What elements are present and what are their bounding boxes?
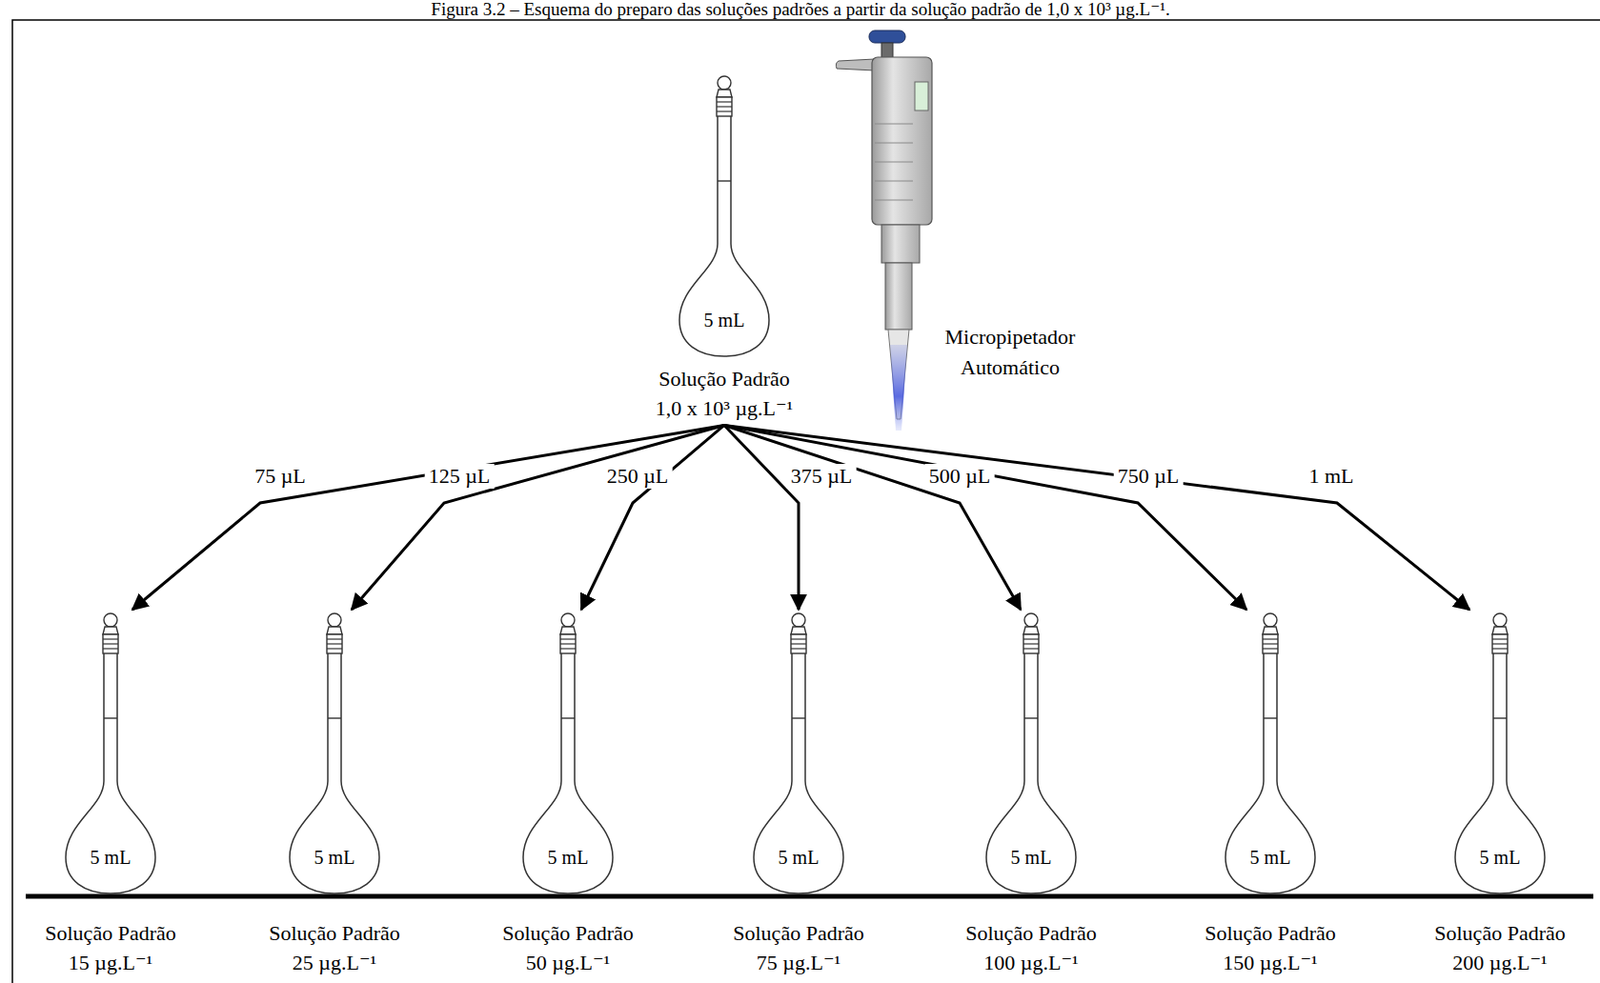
flask-volume: 5 mL [488,846,648,870]
solution-label: Solução Padrão 50 µg.L⁻¹ [492,918,644,978]
flask-node: 5 mL Solução Padrão 1,0 x 10³ µg.L⁻¹ [645,74,804,424]
bench-line [25,894,1594,900]
volume-label: 500 µL [925,464,995,489]
figure-frame [12,20,1600,983]
volume-label: 1 mL [1304,464,1357,489]
flask-area: 5 mL [255,611,414,898]
transfer-arrow [724,425,1247,610]
volume-label: 750 µL [1113,464,1184,489]
solution-label: Solução Padrão 75 µg.L⁻¹ [723,918,874,978]
flask-volume: 5 mL [1420,846,1580,870]
flask-area: 5 mL [1191,611,1350,898]
flask-area: 5 mL [1420,611,1580,898]
solution-label: Solução Padrão 100 µg.L⁻¹ [955,918,1107,978]
transfer-arrow [351,425,725,610]
volume-label: 375 µL [787,464,857,489]
flask-node: 5 mL Solução Padrão 75 µg.L⁻¹ [719,611,878,978]
solution-label: Solução Padrão 25 µg.L⁻¹ [259,918,410,978]
volume-label: 250 µL [603,464,673,489]
flask-node: 5 mL Solução Padrão 100 µg.L⁻¹ [951,611,1111,978]
transfer-arrow [724,425,799,610]
flask-area: 5 mL [645,74,804,361]
solution-label: Solução Padrão 15 µg.L⁻¹ [35,918,186,978]
flask-node: 5 mL Solução Padrão 200 µg.L⁻¹ [1420,611,1580,978]
micropipette [835,30,932,431]
flask-node: 5 mL Solução Padrão 150 µg.L⁻¹ [1191,611,1350,978]
flask-volume: 5 mL [31,846,190,870]
flask-volume: 5 mL [645,308,804,332]
transfer-arrow [724,425,1470,610]
flask-volume: 5 mL [951,846,1111,870]
volume-label: 75 µL [250,464,310,489]
transfer-arrow [132,425,725,610]
flask-node: 5 mL Solução Padrão 15 µg.L⁻¹ [31,611,190,978]
flask-area: 5 mL [719,611,878,898]
flask-area: 5 mL [488,611,648,898]
flask-area: 5 mL [951,611,1111,898]
flask-node: 5 mL Solução Padrão 50 µg.L⁻¹ [488,611,648,978]
volume-label: 125 µL [425,464,495,489]
solution-label: Solução Padrão 1,0 x 10³ µg.L⁻¹ [648,364,800,424]
flask-volume: 5 mL [1191,846,1350,870]
transfer-arrow [581,425,725,610]
figure-title: Figura 3.2 – Esquema do preparo das solu… [430,0,1170,20]
flask-area: 5 mL [31,611,190,898]
solution-label: Solução Padrão 150 µg.L⁻¹ [1194,918,1346,978]
flask-volume: 5 mL [255,846,414,870]
flask-node: 5 mL Solução Padrão 25 µg.L⁻¹ [255,611,414,978]
flask-volume: 5 mL [719,846,878,870]
instrument-label: Micropipetador Automático [929,322,1092,384]
solution-label: Solução Padrão 200 µg.L⁻¹ [1424,918,1576,978]
